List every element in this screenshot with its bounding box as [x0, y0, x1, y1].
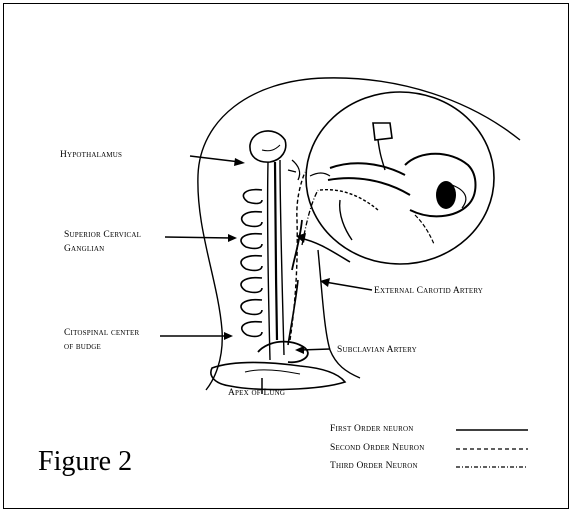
label-superior-cervical-cont: Ganglian	[64, 244, 104, 255]
label-ciliospinal-center: Citospinal center	[64, 328, 139, 339]
legend-label-third-order: Third Order Neuron	[330, 461, 418, 472]
legend-label-first-order: First Order neuron	[330, 424, 414, 435]
label-external-carotid: External Carotid Artery	[374, 286, 483, 297]
label-hypothalamus: Hypothalamus	[60, 150, 122, 161]
vertebral-column	[241, 190, 262, 337]
label-apex-of-lung: Apex of Lung	[228, 388, 285, 399]
label-ciliospinal-center-cont: of budge	[64, 342, 101, 353]
front-of-neck-outline	[318, 250, 360, 378]
hypothalamus-shape	[250, 131, 286, 162]
legend-label-second-order: Second Order Neuron	[330, 443, 424, 454]
back-of-neck-outline	[198, 175, 222, 390]
label-subclavian: Subclavian Artery	[337, 345, 417, 356]
first-order-neuron-path	[275, 162, 277, 340]
figure-caption: Figure 2	[38, 446, 132, 478]
eye-inset-circle	[306, 92, 494, 264]
label-superior-cervical: Superior Cervical	[64, 230, 141, 241]
spinal-cord	[268, 162, 270, 360]
apex-of-lung	[211, 363, 345, 390]
